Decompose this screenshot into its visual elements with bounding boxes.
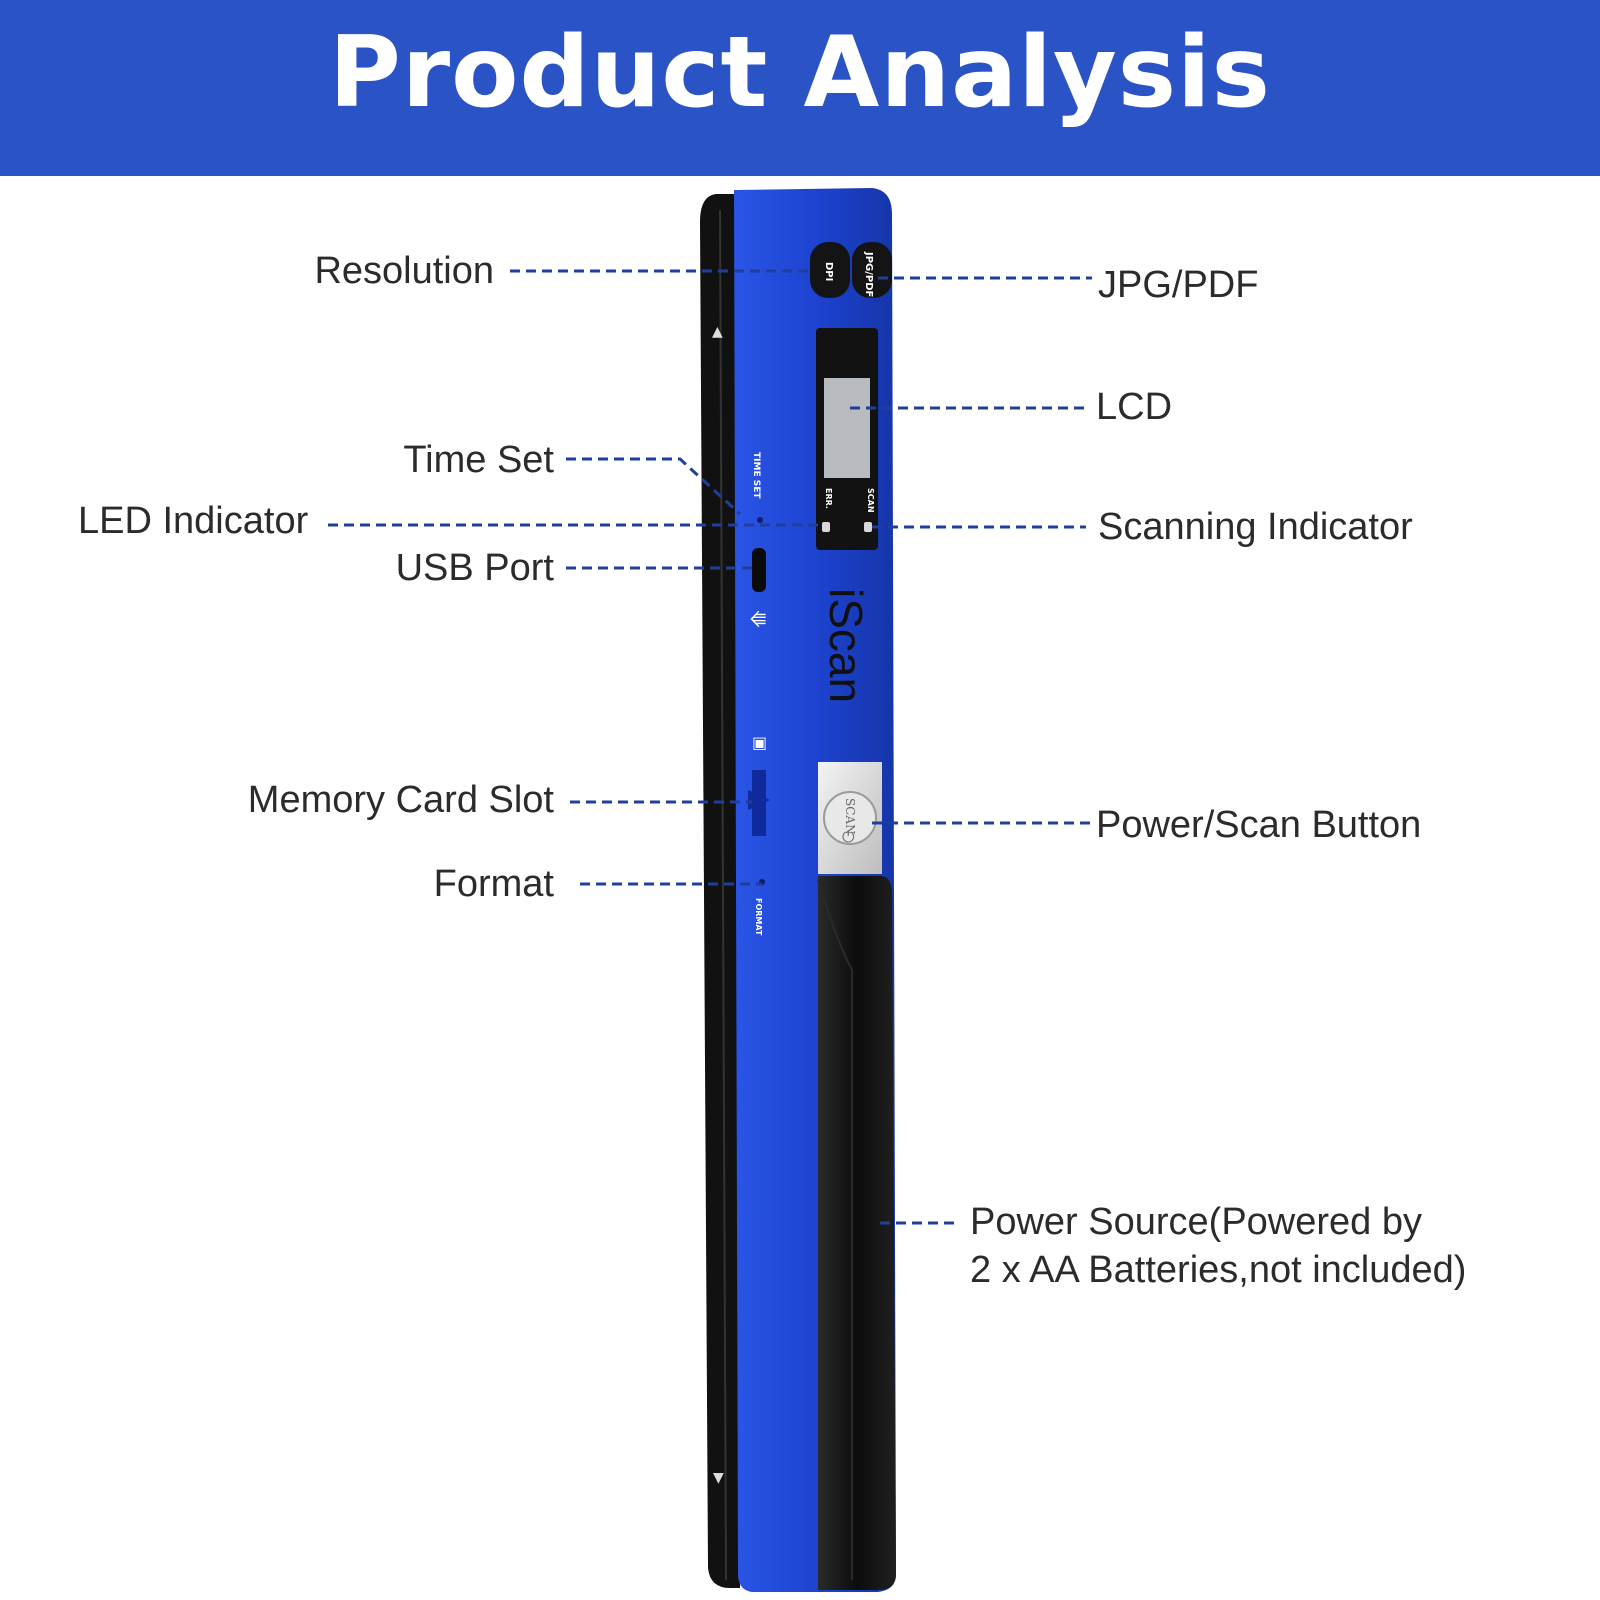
err-led (822, 522, 830, 532)
usb-icon: ⭅ (750, 610, 766, 631)
callout-resolution: Resolution (314, 250, 494, 292)
scan-led (864, 522, 872, 532)
callout-jpg-pdf: JPG/PDF (1098, 264, 1259, 306)
scan-button-label: SCAN (843, 798, 857, 835)
usb-port (752, 548, 766, 592)
callout-usb-port: USB Port (395, 547, 554, 589)
callout-power-source-line2: 2 x AA Batteries,not included) (970, 1249, 1467, 1291)
leader-lines (328, 269, 1092, 1225)
callout-time-set: Time Set (403, 439, 554, 481)
callout-format: Format (433, 863, 554, 905)
callout-scanning-indicator: Scanning Indicator (1098, 506, 1413, 548)
time-set-label: TIME SET (751, 452, 761, 499)
callout-led-indicator: LED Indicator (78, 500, 309, 542)
lcd-screen (824, 378, 870, 478)
battery-cover (818, 876, 896, 1590)
memory-card-slot (748, 770, 770, 836)
callout-memory-card-slot: Memory Card Slot (247, 779, 554, 821)
jpg-pdf-button-label: JPG/PDF (863, 251, 874, 297)
callout-lcd: LCD (1096, 386, 1173, 428)
svg-text:▼: ▼ (713, 1470, 724, 1486)
dpi-button-label: DPI (823, 262, 834, 281)
callout-power-source-line1: Power Source(Powered by (970, 1201, 1422, 1243)
brand-logo: iScan (820, 588, 872, 703)
scanner-side-rail (700, 194, 740, 1588)
jpg-pdf-button (852, 242, 892, 298)
callout-power-scan-button: Power/Scan Button (1096, 804, 1422, 846)
svg-text:▲: ▲ (712, 324, 723, 340)
format-label: FORMAT (754, 898, 763, 936)
sd-card-icon: ▣ (752, 733, 767, 752)
power-icon: ⏻ (842, 827, 855, 846)
err-indicator-label: ERR. (824, 488, 833, 509)
page-title: Product Analysis (329, 16, 1271, 130)
dpi-button (810, 242, 850, 298)
header-banner: Product Analysis (0, 0, 1600, 176)
power-scan-button (823, 791, 877, 845)
scan-indicator-label: SCAN (866, 488, 875, 513)
time-set-hole (757, 517, 763, 523)
